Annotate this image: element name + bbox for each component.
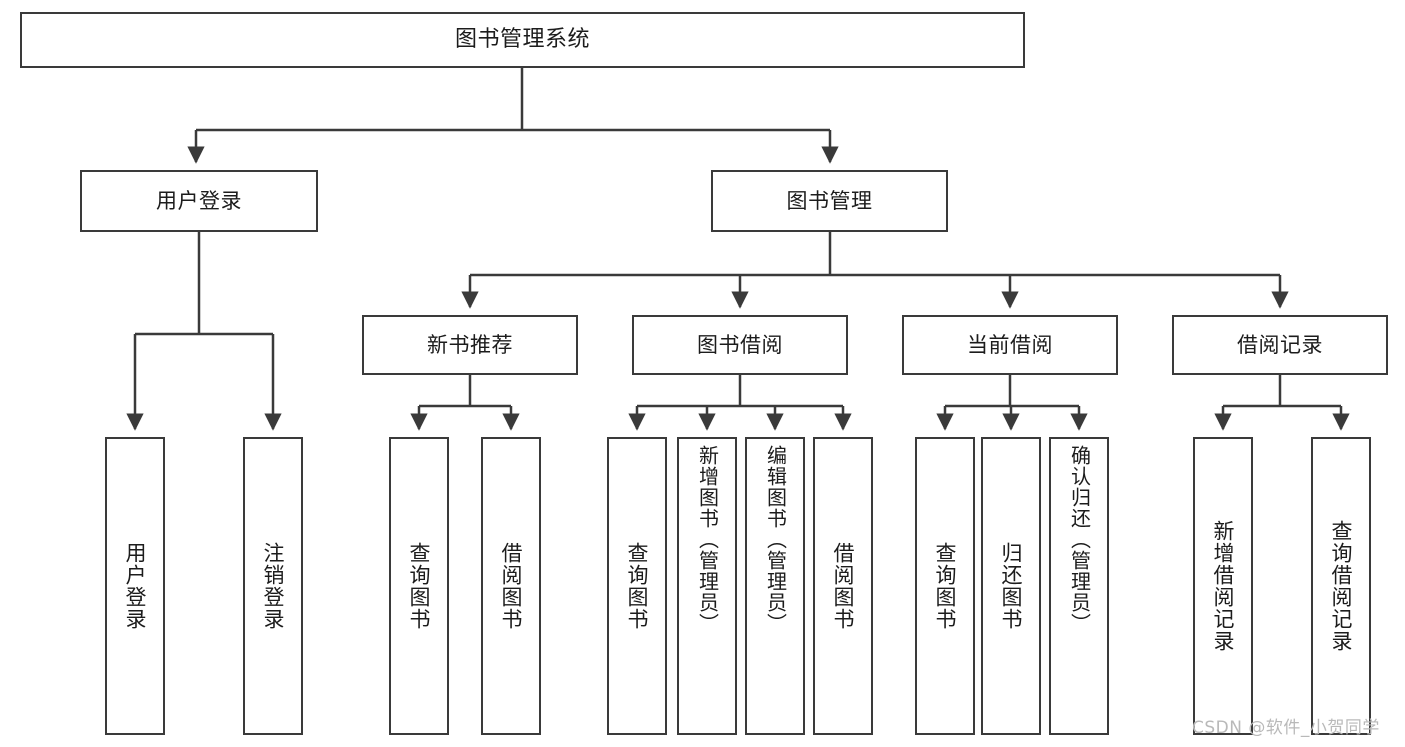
node-label: 注销登录 xyxy=(261,542,286,630)
node-label: 编辑图书（管理员） xyxy=(763,445,788,634)
node-label: 当前借阅 xyxy=(967,332,1053,357)
node-current-borrow[interactable]: 当前借阅 xyxy=(902,315,1118,375)
leaf-add-borrow-record[interactable]: 新增借阅记录 xyxy=(1193,437,1253,735)
leaf-borrow-books[interactable]: 借阅图书 xyxy=(813,437,873,735)
leaf-query-books-recommend[interactable]: 查询图书 xyxy=(389,437,449,735)
leaf-add-book-admin[interactable]: 新增图书（管理员） xyxy=(677,437,737,735)
node-user-login[interactable]: 用户登录 xyxy=(80,170,318,232)
leaf-query-books-current[interactable]: 查询图书 xyxy=(915,437,975,735)
node-label: 查询图书 xyxy=(407,542,432,630)
leaf-return-books[interactable]: 归还图书 xyxy=(981,437,1041,735)
node-label: 归还图书 xyxy=(999,542,1024,630)
node-label: 借阅图书 xyxy=(831,542,856,630)
leaf-borrow-books-recommend[interactable]: 借阅图书 xyxy=(481,437,541,735)
node-label: 新书推荐 xyxy=(427,332,513,357)
node-label: 用户登录 xyxy=(156,188,242,213)
leaf-edit-book-admin[interactable]: 编辑图书（管理员） xyxy=(745,437,805,735)
leaf-user-login[interactable]: 用户登录 xyxy=(105,437,165,735)
node-root[interactable]: 图书管理系统 xyxy=(20,12,1025,68)
node-borrow-records[interactable]: 借阅记录 xyxy=(1172,315,1388,375)
node-label: 图书管理系统 xyxy=(454,27,590,53)
node-new-book-recommend[interactable]: 新书推荐 xyxy=(362,315,578,375)
leaf-query-borrow-record[interactable]: 查询借阅记录 xyxy=(1311,437,1371,735)
node-label: 图书借阅 xyxy=(697,332,783,357)
watermark: CSDN @软件_小贺同学 xyxy=(1192,718,1380,738)
node-label: 图书管理 xyxy=(786,188,873,213)
node-label: 新增借阅记录 xyxy=(1211,520,1236,652)
node-label: 借阅图书 xyxy=(499,542,524,630)
node-label: 用户登录 xyxy=(123,542,148,630)
leaf-confirm-return-admin[interactable]: 确认归还（管理员） xyxy=(1049,437,1109,735)
node-label: 查询图书 xyxy=(933,542,958,630)
node-book-borrow[interactable]: 图书借阅 xyxy=(632,315,848,375)
leaf-logout[interactable]: 注销登录 xyxy=(243,437,303,735)
node-label: 查询图书 xyxy=(625,542,650,630)
node-book-management[interactable]: 图书管理 xyxy=(711,170,948,232)
node-label: 借阅记录 xyxy=(1237,332,1323,357)
node-label: 确认归还（管理员） xyxy=(1067,445,1092,634)
node-label: 查询借阅记录 xyxy=(1329,520,1354,652)
node-label: 新增图书（管理员） xyxy=(695,445,720,634)
leaf-query-books-borrow[interactable]: 查询图书 xyxy=(607,437,667,735)
